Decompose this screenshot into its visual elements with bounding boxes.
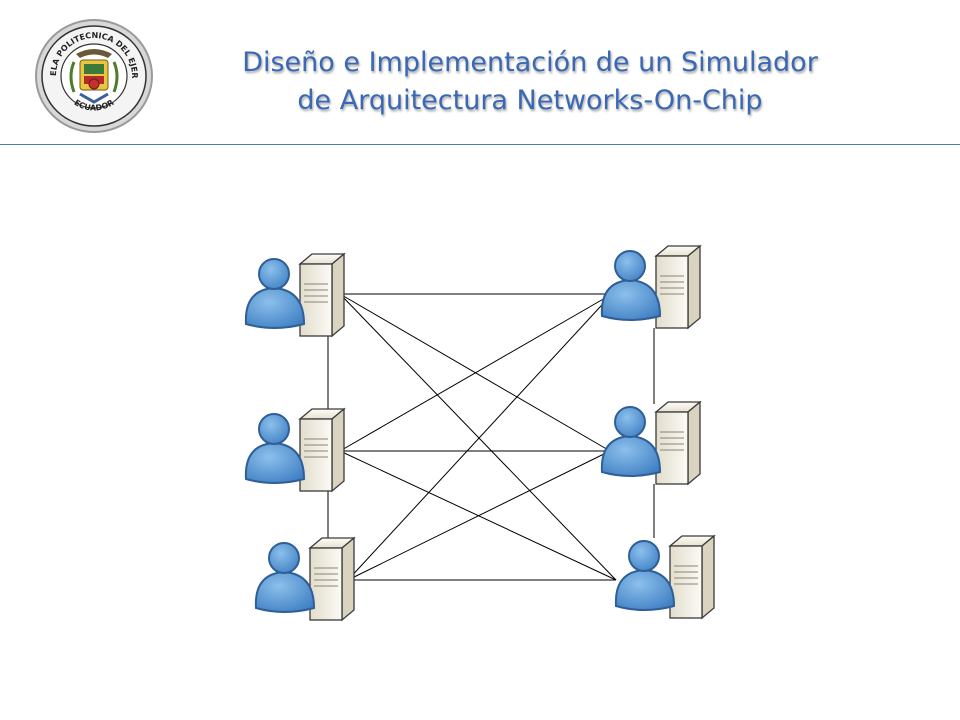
slide-header: ESCUELA POLITECNICA DEL EJERCITO ECUADOR… [0,0,960,146]
link-n3-n4 [347,293,613,581]
user-server-icon [244,408,345,492]
network-node-n6 [614,535,715,619]
seal-text-bottom: ECUADOR [73,98,116,113]
network-node-n5 [600,401,701,485]
network-node-n2 [244,408,345,492]
slide-title-line-2: de Arquitectura Networks-On-Chip [297,85,763,116]
link-n1-n6 [339,293,617,581]
user-server-icon [254,537,355,621]
user-server-icon [600,245,701,329]
network-node-n3 [254,537,355,621]
link-n3-n5 [347,450,611,581]
network-nodes [244,245,715,621]
slide-title-line-1: Diseño e Implementación de un Simulador [242,47,818,78]
user-server-icon [600,401,701,485]
network-links [327,293,655,581]
link-n2-n4 [339,293,613,452]
network-node-n4 [600,245,701,329]
slide-title: Diseño e Implementación de un Simulador … [170,44,890,120]
header-divider [0,144,960,145]
university-seal-logo: ESCUELA POLITECNICA DEL EJERCITO ECUADOR [34,18,153,133]
network-node-n1 [244,253,345,337]
user-server-icon [244,253,345,337]
user-server-icon [614,535,715,619]
